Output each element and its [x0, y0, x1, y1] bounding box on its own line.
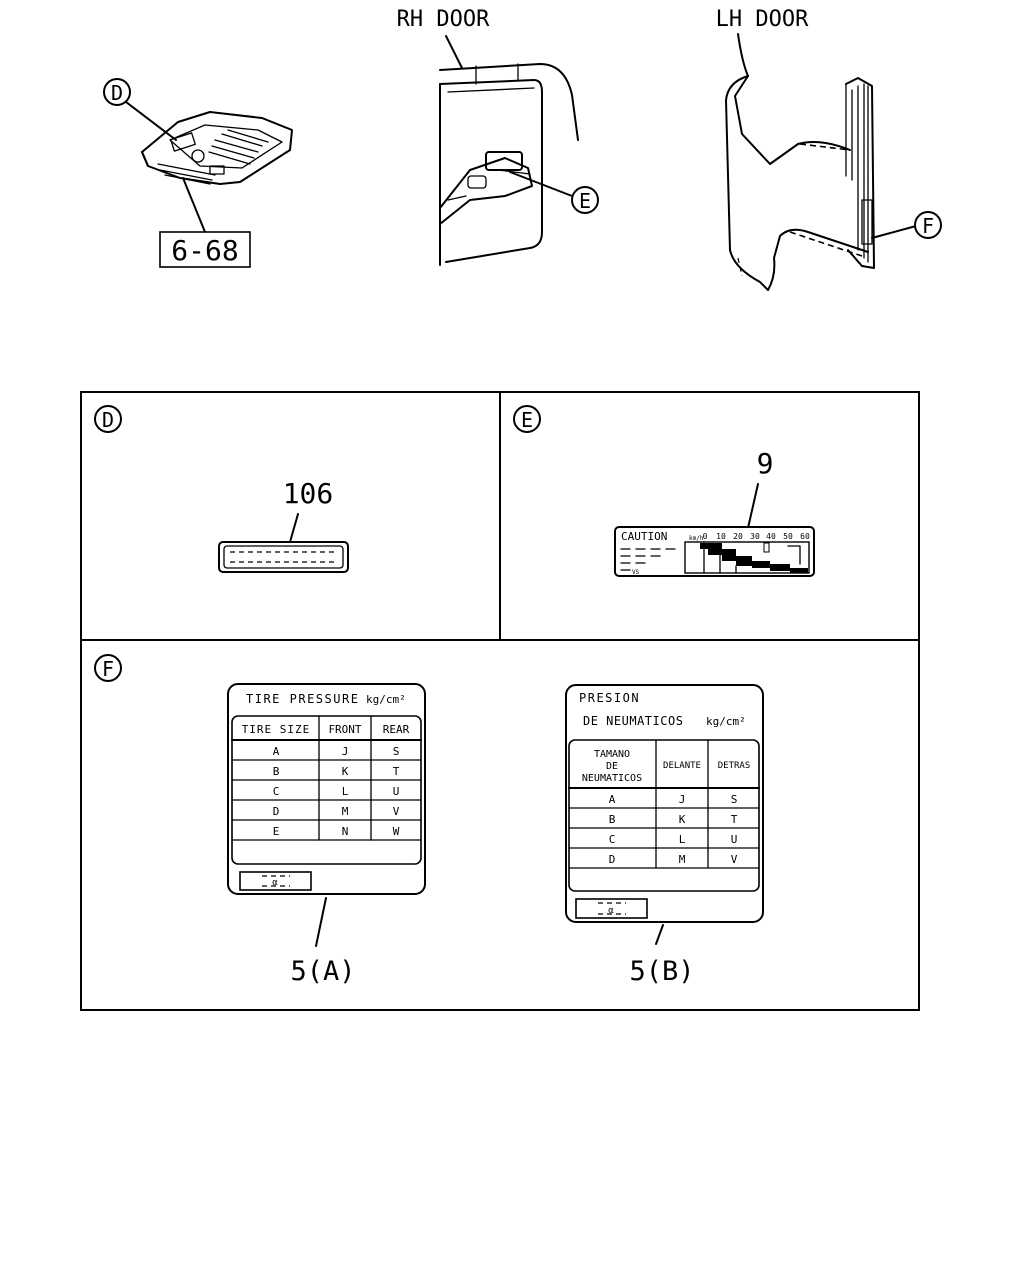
detail-d-letter: D	[102, 408, 114, 432]
part-106-label: 106	[283, 477, 334, 510]
detail-e: E 9 CAUTION km/h 0 10 20 30 40 50 60 VS	[513, 405, 815, 577]
callout-d-top: D	[103, 78, 177, 141]
callout-e-letter: E	[579, 189, 591, 213]
svg-text:M: M	[679, 853, 686, 866]
svg-text:D: D	[609, 853, 616, 866]
svg-text:S: S	[393, 745, 400, 758]
svg-text:L: L	[679, 833, 686, 846]
svg-text:30: 30	[750, 532, 760, 541]
label-b-title-1: PRESION	[579, 691, 640, 705]
svg-text:60: 60	[800, 532, 810, 541]
svg-text:A: A	[273, 745, 280, 758]
part-5b-label: 5(B)	[629, 956, 694, 987]
label-b-rows: A J S B K T C L U D M V	[609, 793, 738, 866]
label-a-rows: A J S B K T C L U D M V E N W	[273, 745, 400, 838]
detail-f: F	[94, 654, 122, 682]
detail-e-letter: E	[521, 408, 533, 432]
caution-vs: VS	[632, 569, 640, 576]
svg-text:C: C	[609, 833, 616, 846]
overhead-console-drawing	[141, 111, 293, 233]
caution-unit: km/h	[689, 535, 704, 542]
svg-text:U: U	[731, 833, 738, 846]
svg-text:A: A	[609, 793, 616, 806]
svg-text:REAR: REAR	[383, 723, 410, 736]
label-a-unit: kg/cm²	[366, 693, 406, 706]
svg-text:TAMANO: TAMANO	[594, 749, 630, 760]
svg-text:NEUMATICOS: NEUMATICOS	[582, 773, 642, 784]
callout-e-top: E	[509, 171, 599, 214]
svg-text:10: 10	[716, 532, 726, 541]
svg-text:TIRE SIZE: TIRE SIZE	[242, 723, 311, 736]
svg-text:DE: DE	[606, 761, 618, 772]
svg-text:DELANTE: DELANTE	[663, 761, 701, 771]
svg-text:K: K	[679, 813, 686, 826]
callout-f-letter: F	[922, 214, 934, 238]
detail-f-letter: F	[102, 657, 114, 681]
svg-text:J: J	[342, 745, 349, 758]
label-b-unit: kg/cm²	[706, 715, 746, 728]
svg-text:50: 50	[783, 532, 793, 541]
svg-text:T: T	[731, 813, 738, 826]
svg-text:N: N	[342, 825, 349, 838]
svg-text:J: J	[679, 793, 686, 806]
label-a-title: TIRE PRESSURE	[246, 692, 359, 706]
svg-text:40: 40	[766, 532, 776, 541]
svg-text:20: 20	[733, 532, 743, 541]
svg-text:M: M	[342, 805, 349, 818]
lh-door-label: LH DOOR	[716, 7, 809, 32]
callout-f-top: F	[871, 211, 942, 239]
label-a-code: α	[272, 878, 278, 888]
label-b-title-2: DE NEUMATICOS	[583, 714, 683, 728]
lh-door-drawing	[725, 33, 875, 291]
svg-text:B: B	[273, 765, 280, 778]
svg-text:DETRAS: DETRAS	[718, 761, 751, 771]
svg-text:U: U	[393, 785, 400, 798]
rh-door-drawing	[439, 35, 579, 266]
tire-pressure-label-b: PRESION DE NEUMATICOS kg/cm² TAMANO DE N…	[565, 684, 764, 923]
svg-text:B: B	[609, 813, 616, 826]
detail-frame	[80, 391, 920, 1011]
reference-label: 6-68	[171, 234, 238, 267]
svg-text:E: E	[273, 825, 280, 838]
svg-text:L: L	[342, 785, 349, 798]
svg-text:K: K	[342, 765, 349, 778]
svg-text:V: V	[393, 805, 400, 818]
svg-text:C: C	[273, 785, 280, 798]
svg-text:W: W	[393, 825, 400, 838]
reference-6-68: 6-68	[159, 231, 251, 268]
part-9-label: 9	[757, 447, 774, 480]
svg-text:D: D	[273, 805, 280, 818]
detail-d: D 106	[94, 405, 349, 573]
rh-door-label: RH DOOR	[397, 7, 490, 32]
part-5a-label: 5(A)	[290, 956, 355, 987]
svg-text:FRONT: FRONT	[328, 723, 361, 736]
svg-text:0: 0	[703, 532, 708, 541]
caution-scale: 0 10 20 30 40 50 60	[703, 532, 810, 541]
tire-pressure-label-a: TIRE PRESSURE kg/cm² TIRE SIZE FRONT REA…	[227, 683, 426, 895]
label-b-code: α	[608, 906, 614, 916]
callout-d-letter: D	[111, 81, 123, 105]
svg-text:T: T	[393, 765, 400, 778]
svg-text:S: S	[731, 793, 738, 806]
caution-title: CAUTION	[621, 530, 667, 543]
svg-text:V: V	[731, 853, 738, 866]
